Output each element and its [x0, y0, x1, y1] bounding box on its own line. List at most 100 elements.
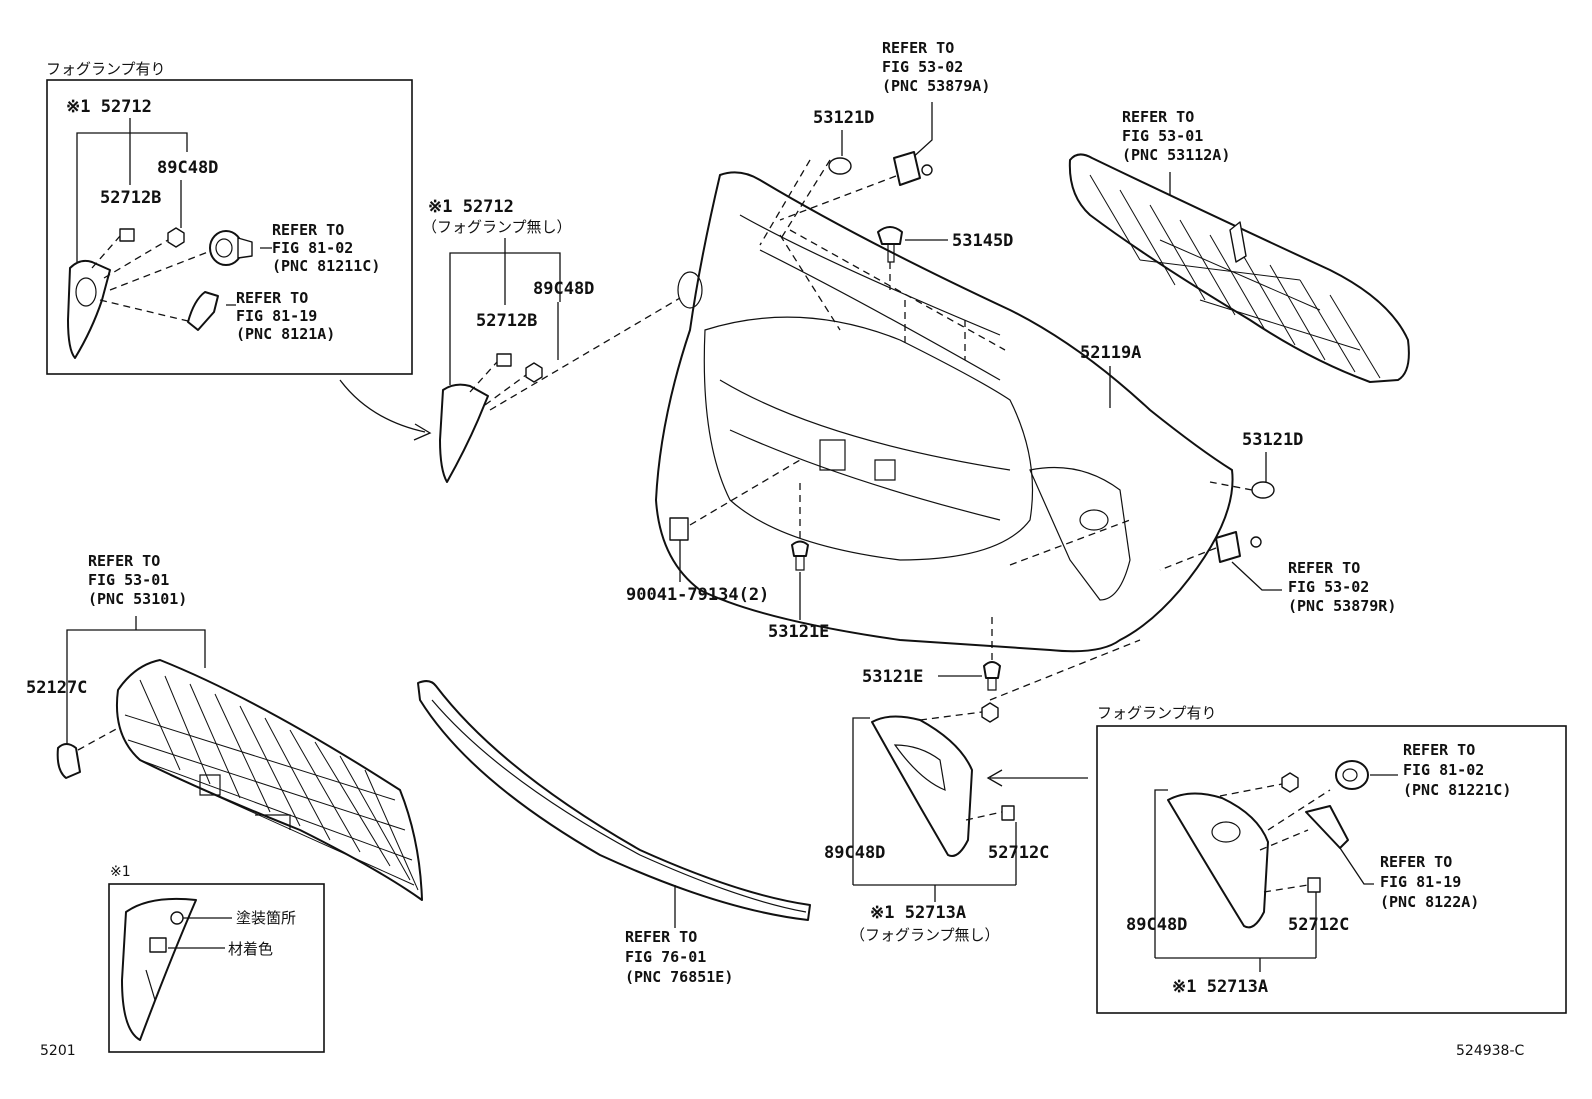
curved-arrow-head — [413, 423, 432, 441]
ref-line: (PNC 8121A) — [236, 325, 335, 343]
legend-detail — [145, 969, 156, 1001]
part-label-52712b: 52712B — [100, 188, 161, 208]
ref-line: REFER TO — [236, 289, 308, 307]
ref-fig-81-02-b: REFER TO FIG 81-02 (PNC 81221C) — [1403, 741, 1511, 799]
bracket-53879r — [1215, 531, 1241, 563]
fog-lamp-lens — [215, 238, 233, 258]
legend-frame — [108, 883, 325, 1053]
bezel-fog-hole — [1211, 821, 1241, 843]
part-label-90041: 90041-79134(2) — [626, 585, 769, 605]
bumper-brackets — [819, 439, 896, 481]
part-label-52712b-mid: 52712B — [476, 311, 537, 331]
clip-stem — [987, 678, 997, 691]
grille-outline — [116, 659, 423, 901]
right-fasteners: 53121D REFER TO FIG 53-02 (PNC 53879R) — [1159, 430, 1396, 615]
ref-line: FIG 53-01 — [88, 571, 169, 589]
lower-grille: REFER TO FIG 53-01 (PNC 53101) 52127C — [26, 552, 423, 901]
bumper-reinforcement: REFER TO FIG 53-01 (PNC 53112A) — [1068, 108, 1410, 383]
bracket-52713a-br — [1154, 789, 1317, 972]
ref-line: REFER TO — [1403, 741, 1475, 759]
right-fog-hole — [1079, 509, 1109, 531]
clip-stem — [887, 244, 895, 263]
part-label-53121e-mid: 53121E — [768, 622, 829, 642]
material-point-icon — [149, 937, 167, 953]
inset-title-fog-equipped-right: フォグランプ有り — [1097, 704, 1217, 722]
fog-lamp-bracket-br — [1305, 805, 1349, 849]
assembly-line — [779, 175, 897, 221]
ref-line: (PNC 53879A) — [882, 77, 990, 95]
bumper-contours — [719, 214, 1011, 521]
reinforcement-outline — [1068, 153, 1410, 383]
ref-line: (PNC 53101) — [88, 590, 187, 608]
nut-89c48d-low — [981, 702, 999, 723]
screw — [921, 164, 933, 176]
part-label-52119a: 52119A — [1080, 343, 1141, 363]
inset-frame-right — [1096, 725, 1567, 1014]
clip-53121e-mid — [791, 540, 809, 557]
lower-molding: REFER TO FIG 76-01 (PNC 76851E) — [417, 680, 811, 986]
assembly-lines-bar — [779, 229, 1006, 360]
part-label-53121d-right: 53121D — [1242, 430, 1303, 450]
paint-point-icon — [170, 911, 184, 925]
inset-fog-lamp-equipped-left: フォグランプ有り ※1 52712 89C48D 52712B REFER TO… — [46, 60, 413, 375]
ref-line: REFER TO — [882, 39, 954, 57]
molding-outline — [417, 680, 811, 921]
clip-52712c-low — [1001, 805, 1015, 821]
ref-line: REFER TO — [1122, 108, 1194, 126]
fog-without-label: （フォグランプ無し） — [422, 218, 572, 236]
ref-line: REFER TO — [1288, 559, 1360, 577]
figure-code: 5201 — [40, 1043, 76, 1059]
ref-line: (PNC 8122A) — [1380, 893, 1479, 911]
ref-fig-53-01-a: REFER TO FIG 53-01 (PNC 53112A) — [1122, 108, 1230, 164]
ref-line: (PNC 53879R) — [1288, 597, 1396, 615]
top-fasteners: 53121D REFER TO FIG 53-02 (PNC 53879A) 5… — [759, 39, 1013, 360]
part-label-89c48d-br: 89C48D — [1126, 915, 1187, 935]
ref-line: FIG 53-02 — [882, 58, 963, 76]
ref-fig-53-02-r: REFER TO FIG 53-02 (PNC 53879R) — [1288, 559, 1396, 615]
grommet-53121d-right — [1251, 481, 1275, 499]
cap-52127c — [56, 743, 81, 779]
nut-89c48d — [167, 227, 185, 248]
clip-52712b — [119, 228, 135, 242]
ref-line: REFER TO — [88, 552, 160, 570]
reinforcement-ribs — [1089, 174, 1381, 379]
legend-leaders — [168, 917, 232, 949]
bezel-without-fog-right: 89C48D 52712C ※1 52713A （フォグランプ無し） — [824, 702, 1049, 944]
screw — [1250, 536, 1262, 548]
ref-line: (PNC 76851E) — [625, 968, 733, 986]
fog-bezel-part — [67, 259, 111, 359]
nut-89c48d-mid — [525, 362, 543, 383]
grille-tabs — [199, 774, 291, 830]
part-label-89c48d-low: 89C48D — [824, 843, 885, 863]
assembly-lines-52713a — [919, 711, 1003, 821]
fog-lamp-connector — [237, 237, 253, 259]
fog-lamp-bracket — [187, 291, 219, 331]
part-label-53121e-low: 53121E — [862, 667, 923, 687]
assembly-lines-br — [1219, 783, 1331, 893]
part-label-52712-mid: ※1 52712 — [428, 197, 514, 217]
bezel-inner — [893, 744, 946, 791]
bracket-52713a — [852, 717, 1017, 902]
bezel-part-mid — [439, 383, 489, 483]
fog-without-label-low: （フォグランプ無し） — [850, 926, 1000, 944]
legend-inset: ※1 塗装箇所 材着色 — [108, 864, 325, 1053]
clip-52712c-br — [1307, 877, 1321, 893]
ref-line: FIG 76-01 — [625, 948, 706, 966]
bracket-leaders-mid — [449, 238, 561, 385]
ref-leaders — [226, 247, 272, 306]
leader-53879r — [1231, 561, 1282, 591]
grille-mesh-a — [139, 675, 419, 891]
right-fog-recess — [1029, 466, 1131, 601]
legend-material-label: 材着色 — [228, 940, 273, 958]
ref-line: (PNC 81211C) — [272, 257, 380, 275]
ref-line: FIG 53-02 — [1288, 578, 1369, 596]
bezel-52713a — [871, 715, 973, 857]
ref-line: REFER TO — [1380, 853, 1452, 871]
bezel-52713a-fog — [1167, 792, 1269, 929]
part-label-52713a-low: ※1 52713A — [870, 903, 966, 923]
assembly-line — [689, 459, 801, 526]
bezel-hole — [75, 277, 97, 307]
bezel-without-fog-left: ※1 52712 （フォグランプ無し） 89C48D 52712B — [422, 197, 681, 483]
ref-line: FIG 53-01 — [1122, 127, 1203, 145]
clip-52712b-mid — [496, 353, 512, 367]
